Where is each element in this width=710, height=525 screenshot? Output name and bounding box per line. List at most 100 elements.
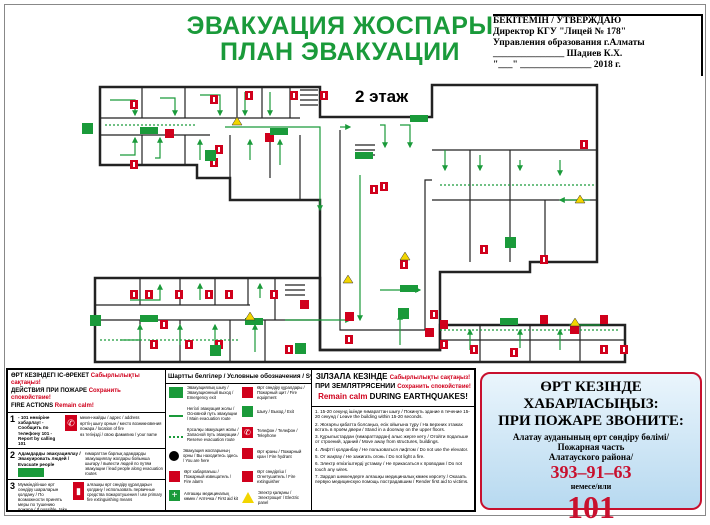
earthquake-section: ЗІЛЗАЛА КЕЗІНДЕ Сабырлылықты сақтаңыз! П… xyxy=(312,370,474,510)
fire-extinguisher-icon xyxy=(242,471,253,482)
extinguisher-glyph xyxy=(443,342,445,347)
exit-sign-icon xyxy=(169,387,183,398)
step-text: Мүмкіндігінше өрт сөндіру шараларын қолд… xyxy=(18,481,68,510)
fire-department-kk: Алатау ауданының өрт сөндіру бөлімі/ xyxy=(512,432,670,442)
exit-direction-icon xyxy=(270,128,288,135)
extinguisher-glyph xyxy=(273,292,275,297)
step-detail: өз тегіңізді / свою фамилию / your name xyxy=(80,432,158,437)
approval-line: _______________ Шадиев К.Х. xyxy=(493,49,623,59)
earthquake-heading-ru: ПРИ ЗЕМЛЯТРЯСЕНИИ xyxy=(315,383,396,390)
fire-actions-header: ӨРТ КЕЗІНДЕГІ ІС-ӘРЕКЕТ Сабырлылықты сақ… xyxy=(8,370,165,413)
electric-hazard-icon xyxy=(231,116,243,126)
fire-actions-heading-ru: ДЕЙСТВИЯ ПРИ ПОЖАРЕ xyxy=(11,388,88,394)
fire-extinguisher-icon xyxy=(480,245,488,254)
evacuation-arrow xyxy=(225,126,323,212)
extinguisher-glyph xyxy=(373,187,375,192)
approval-line: "___" _______________ 2018 г. xyxy=(493,60,621,70)
fire-equipment-icon xyxy=(345,312,354,321)
fire-extinguisher-icon xyxy=(400,260,408,269)
fire-extinguisher-icon xyxy=(290,91,298,100)
fire-extinguisher-icon xyxy=(345,335,353,344)
fire-extinguisher-icon xyxy=(215,145,223,154)
symbol-item: Өрт хабарлағыш / Пожарный извещатель / F… xyxy=(169,469,239,484)
symbol-label: Қосалқы эвакуация жолы / Запасной путь э… xyxy=(187,427,239,442)
approval-line: Управления образования г.Алматы xyxy=(493,38,645,48)
fire-alarm-icon xyxy=(169,471,180,482)
fire-extinguisher-icon xyxy=(470,345,478,354)
fire-equipment-icon xyxy=(570,325,579,334)
fire-equipment-icon xyxy=(165,129,174,138)
floor-label: 2 этаж xyxy=(355,87,409,106)
extinguisher-glyph xyxy=(218,342,220,347)
extinguisher-glyph xyxy=(148,292,150,297)
extinguisher-glyph xyxy=(228,292,230,297)
approval-block: БЕКІТЕМІН / УТВЕРЖДАЮ Директор КГУ "Лице… xyxy=(493,14,703,76)
symbol-item: Шығу / Выход / Exit xyxy=(242,406,310,417)
fire-extinguisher-icon xyxy=(145,290,153,299)
symbol-label: Эвакуация жоспарының орны / Вы находитес… xyxy=(183,448,238,463)
extinguisher-glyph xyxy=(603,347,605,352)
extinguisher-glyph xyxy=(348,337,350,342)
evacuation-arrow xyxy=(200,94,223,117)
fire-extinguisher-icon xyxy=(130,160,138,169)
step-1: 1 - 101 нөміріне хабарлау! - Сообщить по… xyxy=(8,413,165,450)
step-number: 2 xyxy=(10,450,16,461)
earthquake-instruction: 4. Лифтті қолданбау / Не пользоваться ли… xyxy=(315,446,469,452)
evacuation-routes xyxy=(100,92,620,352)
fire-actions-heading-en: FIRE ACTIONS xyxy=(11,403,54,409)
step-2: 2 Адамдарды эвакуациялау / Эвакуировать … xyxy=(8,449,165,480)
fire-extinguisher-icon xyxy=(150,340,158,349)
extinguisher-glyph xyxy=(543,257,545,262)
fire-hydrant-icon xyxy=(242,448,253,459)
extinguisher-glyph xyxy=(583,142,585,147)
electric-hazard-icon xyxy=(399,251,411,261)
exit-sign-mark xyxy=(90,315,101,326)
symbol-label: Телефон / Телефон / Telephone xyxy=(257,427,298,438)
step-detail: өрттің шығу орнын / место возникновения … xyxy=(80,421,162,431)
extinguisher-glyph xyxy=(473,347,475,352)
symbol-item: Өрт сөндіргіш / Огнетушитель / Fire exti… xyxy=(242,469,310,484)
room-walls xyxy=(95,87,625,362)
exit-direction-icon xyxy=(410,115,428,122)
exit-direction-icon xyxy=(500,318,518,325)
fire-call-heading-kk: ӨРТ КЕЗІНДЕ ХАБАРЛАСЫҢЫЗ: xyxy=(523,379,659,412)
extinguisher-glyph xyxy=(323,93,325,98)
fire-extinguisher-icon xyxy=(370,185,378,194)
electric-hazard-icon xyxy=(574,194,586,204)
extinguisher-glyph xyxy=(403,262,405,267)
fire-equipment-icon xyxy=(425,328,434,337)
electric-hazard-icon xyxy=(342,274,354,284)
exit-direction-icon xyxy=(355,152,373,159)
extinguisher-glyph xyxy=(153,342,155,347)
step-text: - 101 нөміріне хабарлау! - Сообщить по т… xyxy=(18,415,56,447)
emergency-number: 101 xyxy=(567,489,615,525)
exit-sign-icon xyxy=(18,467,45,477)
main-route-icon xyxy=(169,415,183,417)
earthquake-heading-en: DURING EARTHQUAKES! xyxy=(369,392,468,401)
fire-department-ru: Пожарная часть xyxy=(557,442,625,452)
evacuation-arrow xyxy=(130,283,163,301)
telephone-icon xyxy=(600,315,608,324)
fire-equipment-icon xyxy=(242,387,253,398)
exit-direction-icon xyxy=(245,318,263,325)
earthquake-heading-kk: ЗІЛЗАЛА КЕЗІНДЕ xyxy=(315,372,388,381)
exit-direction-icon xyxy=(140,127,158,134)
calm-en: Remain calm! xyxy=(54,403,94,409)
extinguisher-glyph xyxy=(208,292,210,297)
fire-extinguisher-icon xyxy=(215,340,223,349)
symbol-label: Негізгі эвакуация жолы / Основной путь э… xyxy=(187,406,237,421)
fire-extinguisher-icon xyxy=(210,95,218,104)
symbol-item: Қосалқы эвакуация жолы / Запасной путь э… xyxy=(169,427,239,442)
exit-icon xyxy=(242,406,253,417)
exit-sign-mark xyxy=(398,308,409,319)
extinguisher-glyph xyxy=(483,247,485,252)
exit-sign-mark xyxy=(505,237,516,248)
exit-sign-mark xyxy=(295,343,306,354)
fire-extinguisher-icon xyxy=(185,340,193,349)
fire-extinguisher-icon xyxy=(285,345,293,354)
symbol-item: Өрт сөндіру құралдары / Пожарный щит / F… xyxy=(242,385,310,400)
step-number: 3 xyxy=(10,480,16,491)
extinguisher-glyph xyxy=(293,93,295,98)
step-number: 1 xyxy=(10,414,16,424)
symbols-section: Шартты белгілер / Условные обозначения /… xyxy=(166,370,312,510)
